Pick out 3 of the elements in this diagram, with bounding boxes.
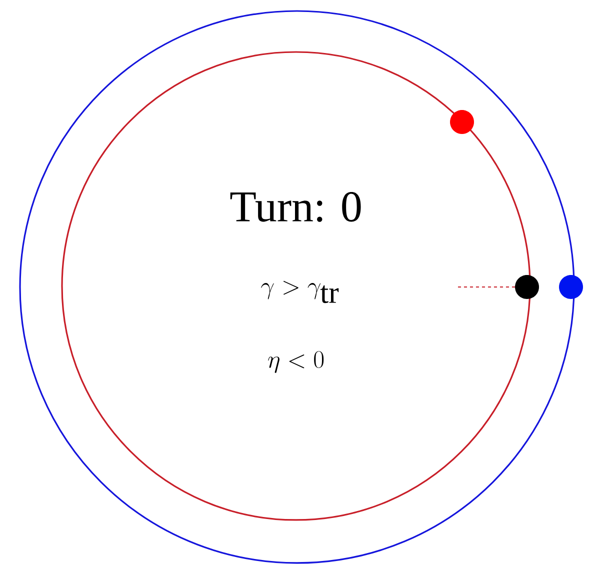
label-text: Turn: 0	[230, 192, 361, 222]
label-text: $\gamma > \gamma_{\mathrm{tr}}$	[261, 280, 339, 304]
label-text: $\eta < 0$	[268, 351, 324, 373]
